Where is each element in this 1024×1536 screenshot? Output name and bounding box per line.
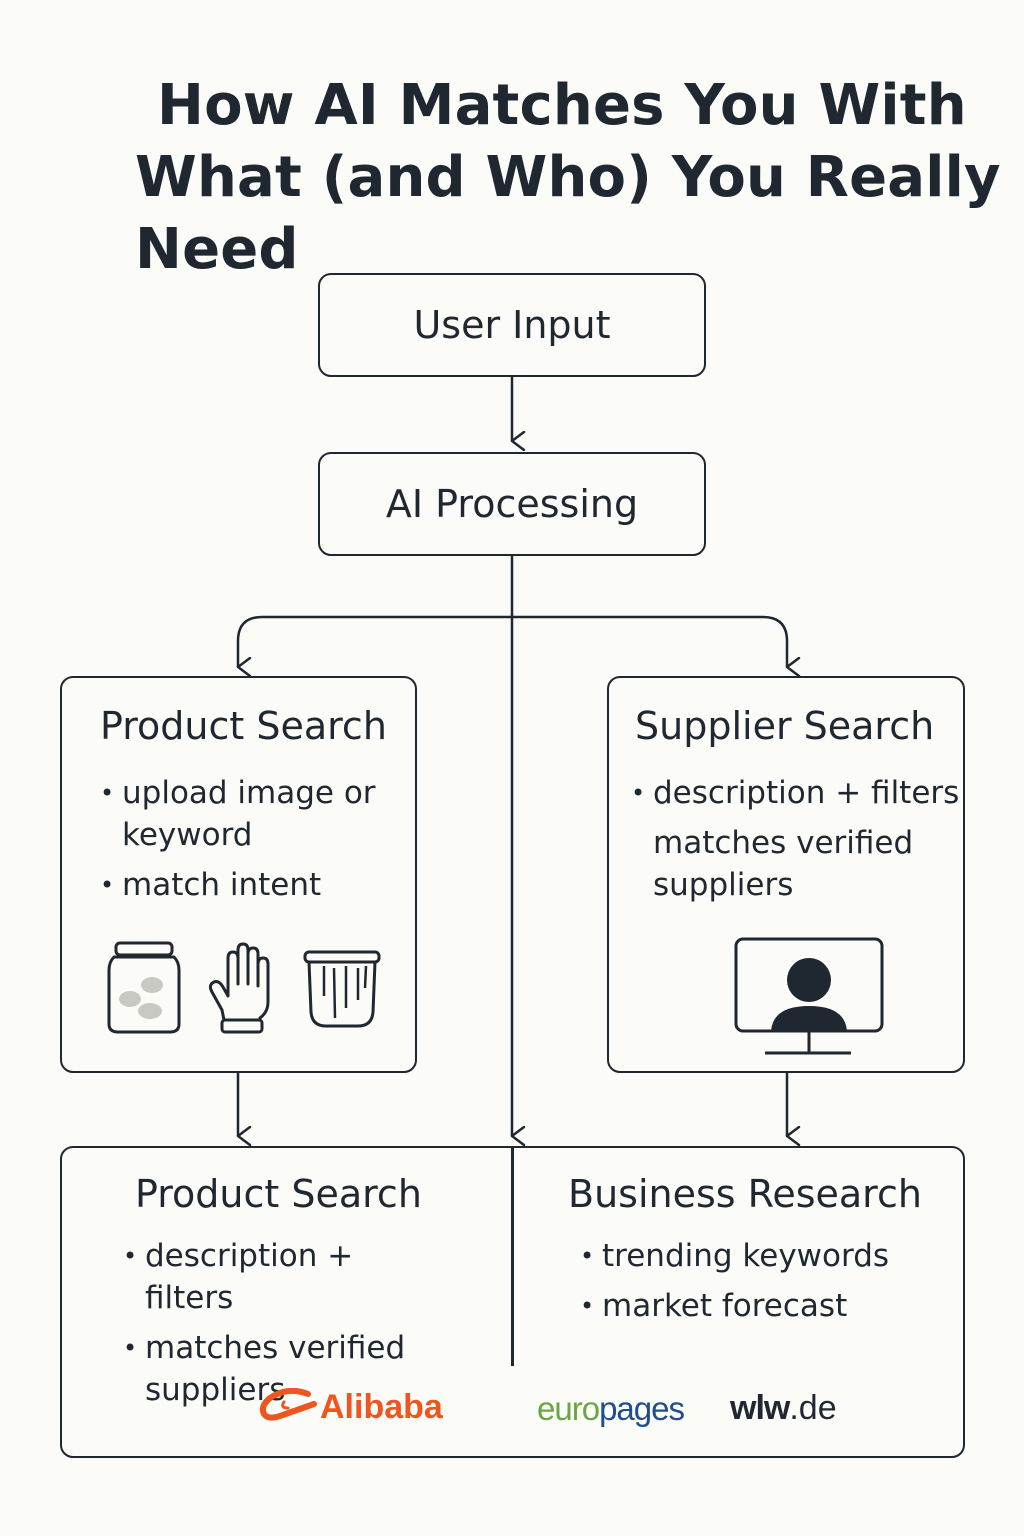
glove-icon: [208, 942, 270, 1034]
arrow-processing-to-supplier-search: [512, 615, 787, 667]
europages-logo: europages: [537, 1390, 685, 1428]
europages-euro-text: euro: [537, 1390, 600, 1427]
list-item: matches verified suppliers: [631, 822, 923, 906]
results-divider: [511, 1146, 514, 1366]
supplier-search-box: Supplier Search •description + filters m…: [607, 676, 965, 1073]
user-monitor-icon: [734, 937, 884, 1055]
list-item: •matches verified suppliers: [123, 1330, 406, 1408]
product-search-bottom-bullets: •description + filters •matches verified…: [123, 1235, 443, 1419]
bullet-text: matches verified suppliers: [145, 1330, 406, 1408]
product-search-box: Product Search •upload image or keyword …: [60, 676, 417, 1073]
business-research-bullets: •trending keywords •market forecast: [580, 1235, 920, 1335]
list-item: •match intent: [100, 867, 322, 903]
alibaba-text: Alibaba: [320, 1388, 443, 1426]
bullet-text: matches verified suppliers: [653, 825, 914, 903]
list-item: •description + filters: [123, 1238, 354, 1316]
title-line-2: What (and Who) You Really Need: [135, 145, 1001, 282]
bullet-text: market forecast: [602, 1288, 848, 1324]
ai-processing-box: AI Processing: [318, 452, 706, 556]
europages-pages-text: pages: [599, 1390, 685, 1427]
bullet-text: description + filters: [653, 775, 960, 811]
list-item: •market forecast: [580, 1288, 848, 1324]
jar-icon: [107, 941, 181, 1034]
list-item: •description + filters: [631, 775, 960, 811]
business-research-heading: Business Research: [568, 1172, 922, 1216]
list-item: •trending keywords: [580, 1238, 890, 1274]
wlw-suffix-text: .de: [789, 1389, 837, 1427]
bucket-icon: [303, 950, 381, 1028]
page-title: How AI Matches You With What (and Who) Y…: [0, 70, 1024, 286]
wlw-main-text: wlw: [730, 1389, 790, 1427]
product-search-bullets: •upload image or keyword •match intent: [100, 772, 400, 914]
alibaba-swirl-icon: [259, 1387, 317, 1421]
arrow-processing-to-product-search: [236, 615, 512, 667]
supplier-search-bullets: •description + filters matches verified …: [631, 772, 961, 914]
bullet-text: match intent: [122, 867, 322, 903]
title-line-1: How AI Matches You With: [157, 73, 967, 138]
ai-processing-label: AI Processing: [385, 482, 639, 526]
product-search-bottom-heading: Product Search: [135, 1172, 422, 1216]
wlw-logo: wlw.de: [730, 1389, 837, 1428]
alibaba-logo: Alibaba: [258, 1387, 443, 1427]
bullet-text: description + filters: [145, 1238, 354, 1316]
list-item: •upload image or keyword: [100, 775, 376, 853]
user-input-label: User Input: [413, 303, 611, 347]
user-input-box: User Input: [318, 273, 706, 377]
supplier-search-heading: Supplier Search: [635, 704, 935, 748]
bullet-text: upload image or keyword: [122, 775, 376, 853]
bullet-text: trending keywords: [602, 1238, 890, 1274]
product-search-heading: Product Search: [100, 704, 387, 748]
